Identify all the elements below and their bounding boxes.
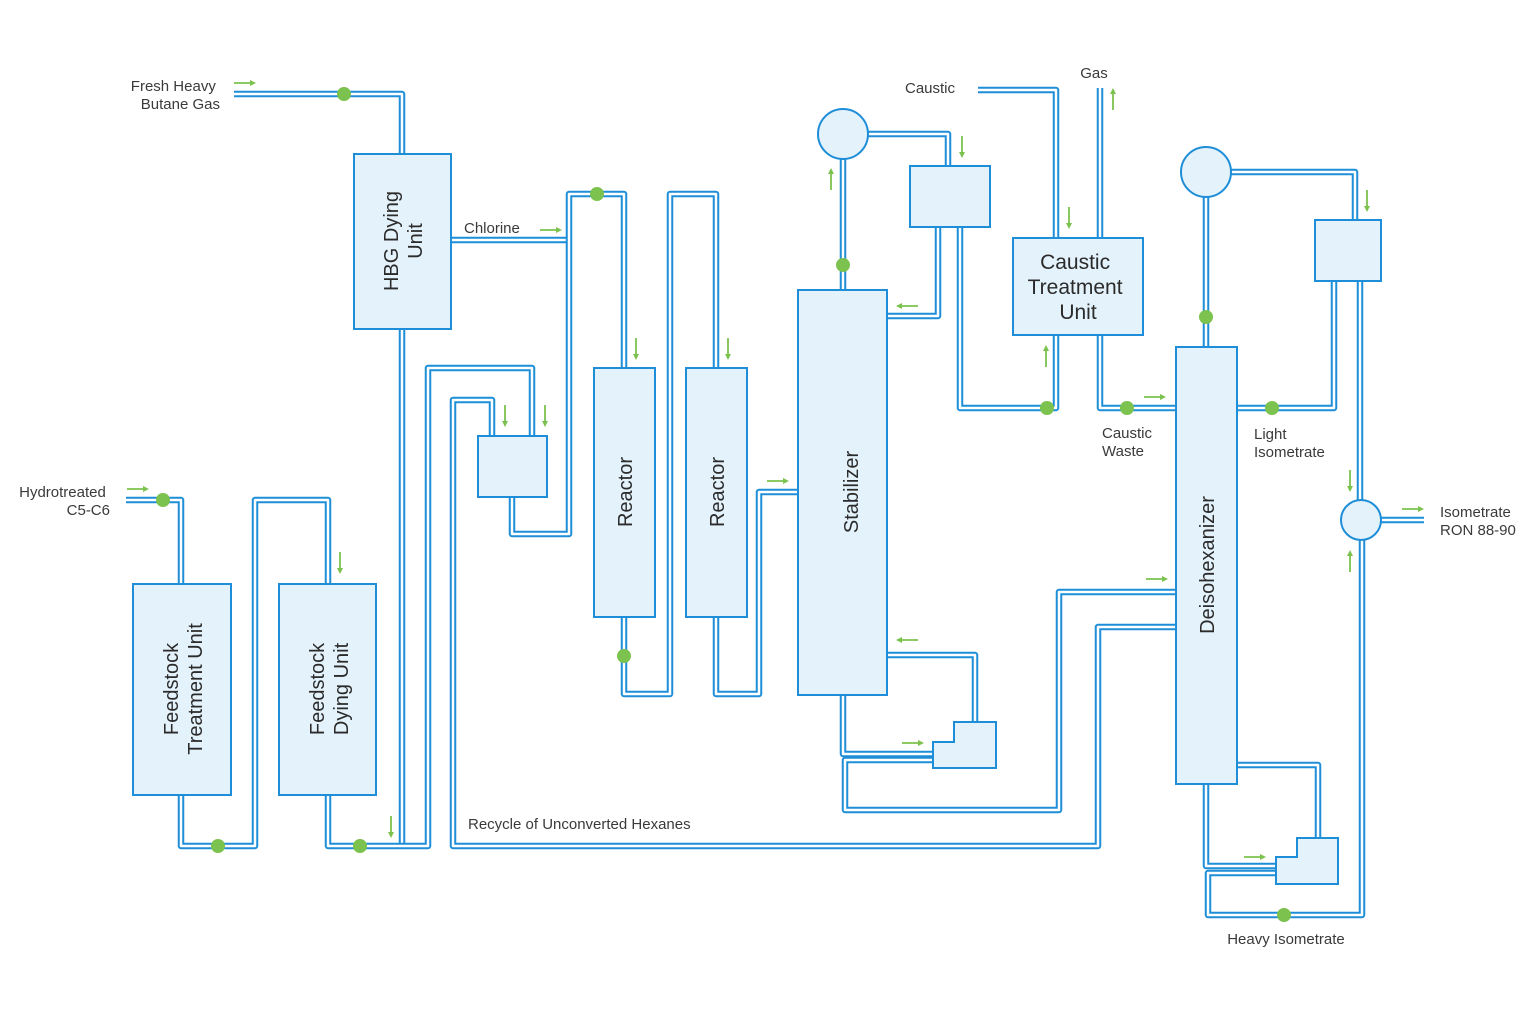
flow-arrow-icon [902,740,924,746]
flow-arrow-icon [1347,550,1353,572]
valve-dot[interactable] [156,493,170,507]
deisohexanizer-condenser[interactable] [1180,146,1232,198]
dih-reboiler-return-pipe[interactable] [1237,761,1322,838]
dih-bottoms-pipe[interactable] [1202,784,1276,870]
caustic-pipe[interactable] [978,86,1060,238]
deisohexanizer-reflux-drum[interactable] [1314,219,1382,282]
hydrotreated-feed-pipe[interactable] [126,496,185,584]
flow-arrow-icon [542,405,548,427]
isometrate-ron-label: Isometrate RON 88-90 [1440,504,1516,539]
flow-arrows [127,80,1424,860]
valve-dot[interactable] [1199,310,1213,324]
reactor-2-outlet-pipe[interactable] [712,488,798,698]
hbg-drying-unit[interactable] [353,153,452,330]
light-isometrate-label: Light Isometrate [1254,426,1325,461]
stabilizer-condenser-pipe[interactable] [868,130,952,166]
caustic-label: Caustic [905,80,956,97]
stabilizer-reboiler[interactable] [932,721,997,769]
flow-arrow-icon [828,168,834,190]
feedstock-treatment-unit[interactable] [132,583,232,796]
flow-arrow-icon [337,552,343,574]
caustic-treatment-label: Caustic Treatment Unit [1028,251,1129,324]
stabilizer-condenser[interactable] [817,108,869,160]
flow-arrow-icon [1144,394,1166,400]
valve-dot[interactable] [590,187,604,201]
deisohexanizer-reboiler[interactable] [1275,837,1339,885]
gas-label: Gas [1080,65,1108,82]
stabilizer-reboiler-return-pipe[interactable] [887,651,979,722]
flow-arrow-icon [1066,207,1072,229]
light-isometrate-pipe[interactable] [1237,281,1338,412]
reactor-2[interactable] [685,367,748,618]
fresh-butane-pipe[interactable] [234,90,406,154]
valve-dot[interactable] [1120,401,1134,415]
flow-arrow-icon [502,405,508,427]
stabilizer-bottoms-pipe[interactable] [839,695,933,758]
flow-arrow-icon [896,303,918,309]
flow-arrow-icon [959,136,965,158]
deisohexanizer-label: Deisohexanizer [1197,496,1219,634]
valve-dot[interactable] [1277,908,1291,922]
caustic-waste-pipe[interactable] [1096,335,1176,412]
flow-arrow-icon [1244,854,1266,860]
valve-dot[interactable] [1265,401,1279,415]
flow-arrow-icon [1110,88,1116,110]
flow-arrow-icon [767,478,789,484]
feedstock-drying-unit[interactable] [278,583,377,796]
pipes [126,86,1424,919]
valve-dot[interactable] [211,839,225,853]
chlorine-label: Chlorine [464,220,520,237]
valve-dot[interactable] [1040,401,1054,415]
fresh-butane-label: Fresh Heavy Butane Gas [131,78,220,113]
stabilizer-label: Stabilizer [841,451,863,534]
stabilizer-reflux-drum[interactable] [909,165,991,228]
hydrotreated-label: Hydrotreated C5-C6 [19,484,110,519]
reactor-2-label: Reactor [707,457,729,527]
valve-dot[interactable] [836,258,850,272]
caustic-waste-label: Caustic Waste [1102,425,1156,460]
heavy-isometrate-label: Heavy Isometrate [1227,931,1345,948]
recycle-label: Recycle of Unconverted Hexanes [468,816,691,833]
treatment-to-dryer-pipe[interactable] [177,496,332,850]
recycle-pipe[interactable] [449,396,1176,850]
stabilizer-to-dih-pipe[interactable] [841,588,1176,814]
drum-to-ctu-pipe[interactable] [956,227,1060,412]
dih-condenser-pipe[interactable] [1231,168,1359,220]
valve-dot[interactable] [617,649,631,663]
reactor-1[interactable] [593,367,656,618]
flow-arrow-icon [1364,190,1370,212]
flow-arrow-icon [896,637,918,643]
flow-arrow-icon [1402,506,1424,512]
product-mixer[interactable] [1340,499,1382,541]
flow-arrow-icon [388,816,394,838]
flow-arrow-icon [234,80,256,86]
stabilizer-column[interactable] [797,289,888,696]
caustic-treatment-unit[interactable] [1012,237,1144,336]
reactor-transfer-pipe[interactable] [620,190,720,698]
stream-labels: Fresh Heavy Butane Gas Chlorine Hydrotre… [19,65,1516,948]
dryer-outlet-pipe[interactable] [324,364,536,850]
valve-dot[interactable] [353,839,367,853]
chlorine-mixing-vessel[interactable] [477,435,548,498]
stabilizer-reflux-pipe[interactable] [887,227,942,320]
reactor-1-label: Reactor [615,457,637,527]
flow-arrow-icon [1146,576,1168,582]
flow-arrow-icon [1043,345,1049,367]
flow-arrow-icon [540,227,562,233]
flow-arrow-icon [725,338,731,360]
valve-dot[interactable] [337,87,351,101]
flow-arrow-icon [127,486,149,492]
reactor-1-feed-pipe[interactable] [508,190,628,538]
vessels [132,108,1382,885]
flow-arrow-icon [633,338,639,360]
valves [156,87,1291,922]
deisohexanizer-column[interactable] [1175,346,1238,785]
flow-arrow-icon [1347,470,1353,492]
heavy-isometrate-pipe[interactable] [1204,540,1366,919]
